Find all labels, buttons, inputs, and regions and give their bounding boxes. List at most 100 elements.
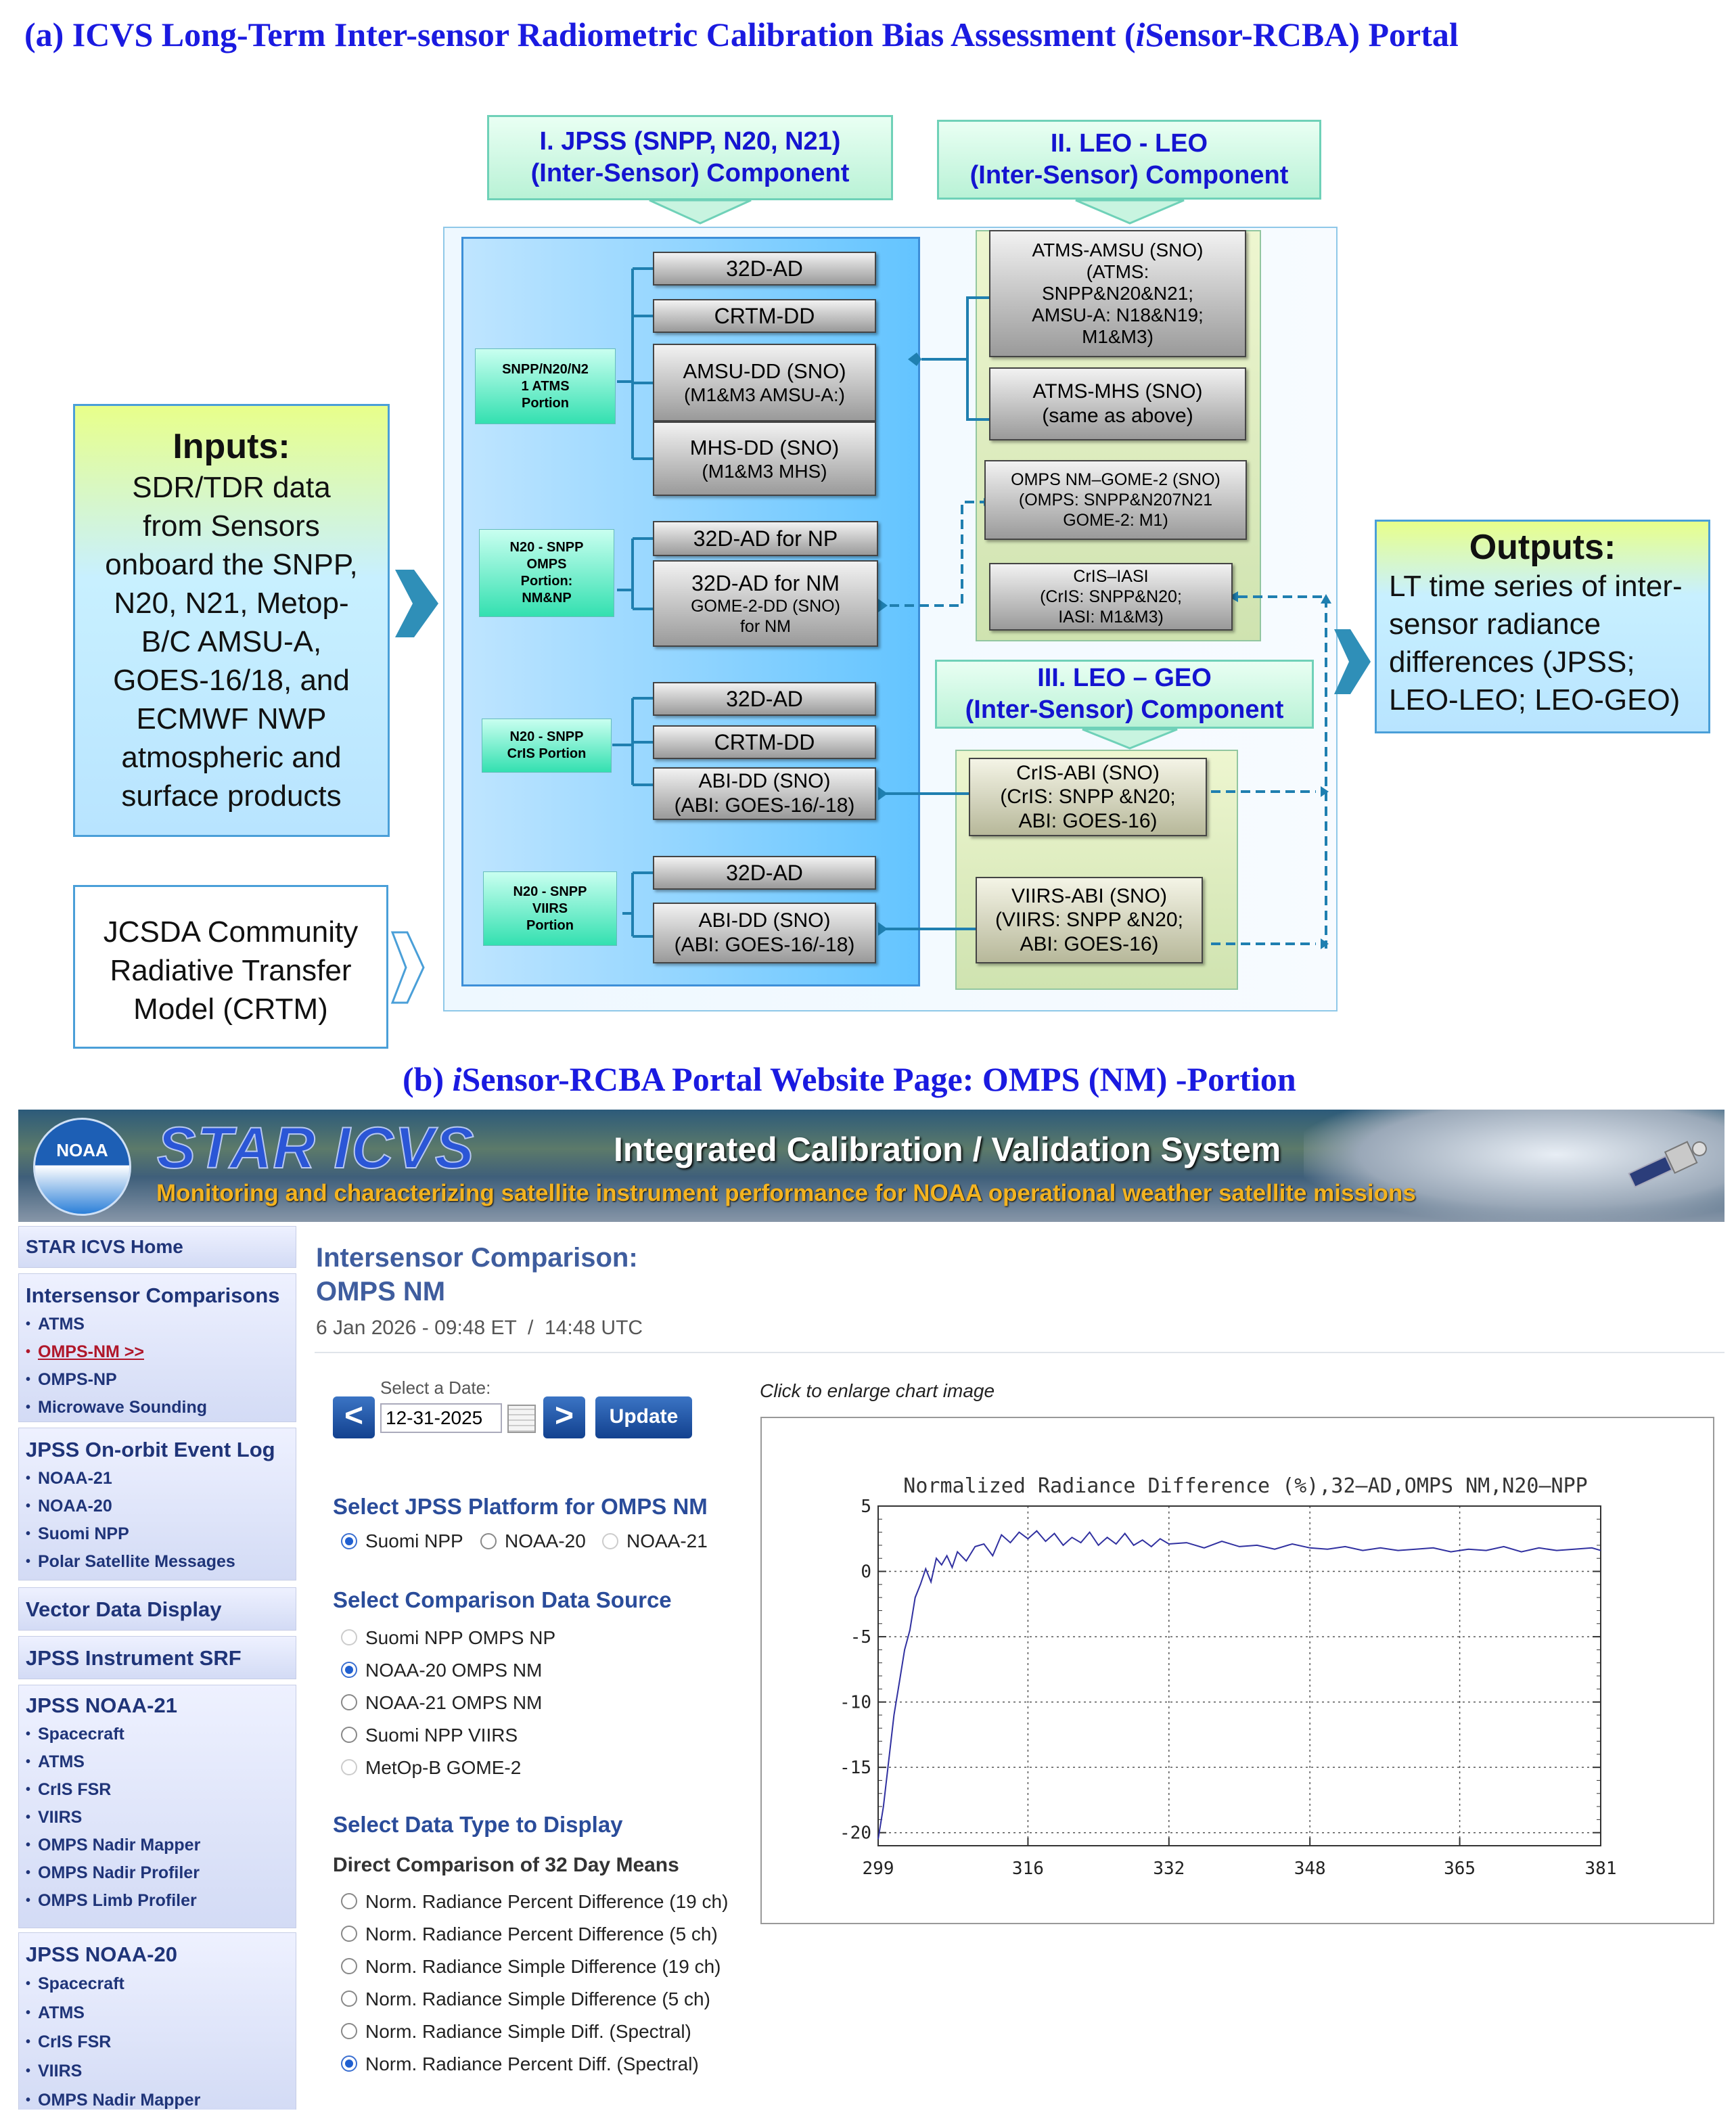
next-date-button[interactable]: > bbox=[543, 1396, 585, 1438]
platform-label-snpp[interactable]: Suomi NPP bbox=[365, 1530, 463, 1551]
cris-abi-sno-line: ABI: GOES-16) bbox=[1018, 809, 1158, 832]
banner-title: Integrated Calibration / Validation Syst… bbox=[614, 1131, 1281, 1168]
sidebar-item-microwave-sounding[interactable]: Microwave Sounding bbox=[19, 1394, 296, 1422]
atms-mhs-dd-box: MHS-DD (SNO)(M1&M3 MHS) bbox=[653, 422, 876, 496]
atms-amsu-dd-line: AMSU-DD (SNO) bbox=[683, 359, 846, 384]
date-input[interactable] bbox=[380, 1403, 502, 1433]
source-radio-gome2[interactable] bbox=[341, 1759, 357, 1775]
source-label-noaa20-nm[interactable]: NOAA-20 OMPS NM bbox=[365, 1660, 543, 1681]
platform-radio-snpp[interactable] bbox=[341, 1533, 357, 1549]
datatype-label-5[interactable]: Norm. Radiance Simple Diff. (Spectral) bbox=[365, 2021, 691, 2042]
sidebar-n20-atms[interactable]: ATMS bbox=[19, 1999, 296, 2028]
sidebar-n20-viirs[interactable]: VIIRS bbox=[19, 2057, 296, 2086]
datatype-radio-6[interactable] bbox=[341, 2055, 357, 2072]
sidebar-intersensor-title[interactable]: Intersensor Comparisons bbox=[26, 1283, 280, 1307]
atms-mhs-sno-line: (same as above) bbox=[1042, 405, 1193, 427]
sidebar-n21-omps-lp[interactable]: OMPS Limb Profiler bbox=[19, 1887, 296, 1915]
sidebar-noaa21: JPSS NOAA-21 Spacecraft ATMS CrIS FSR VI… bbox=[18, 1685, 296, 1928]
viirs-abi-sno-line: VIIRS-ABI (SNO) bbox=[1011, 884, 1167, 907]
source-radio-snpp-np[interactable] bbox=[341, 1629, 357, 1645]
omps-nm-line: for NM bbox=[739, 617, 791, 637]
source-radio-noaa20-nm[interactable] bbox=[341, 1662, 357, 1678]
sidebar-noaa21-title[interactable]: JPSS NOAA-21 bbox=[26, 1693, 177, 1717]
datatype-radio-4[interactable] bbox=[341, 1991, 357, 2007]
viirs-portion-line: VIIRS bbox=[532, 901, 568, 916]
geo-component-line1: III. LEO – GEO bbox=[1037, 663, 1212, 692]
viirs-abi-sno-line: (VIIRS: SNPP &N20; bbox=[995, 909, 1183, 932]
sidebar-item-suomi-npp[interactable]: Suomi NPP bbox=[19, 1520, 296, 1548]
datatype-radio-1[interactable] bbox=[341, 1893, 357, 1909]
crtm-line: Radiative Transfer bbox=[110, 954, 352, 987]
sidebar-srf-label[interactable]: JPSS Instrument SRF bbox=[26, 1646, 242, 1670]
platform-label-noaa20[interactable]: NOAA-20 bbox=[505, 1530, 586, 1551]
prev-date-button[interactable]: < bbox=[333, 1396, 375, 1438]
atms-amsu-sno-box: ATMS-AMSU (SNO)(ATMS:SNPP&N20&N21;AMSU-A… bbox=[989, 230, 1246, 357]
sidebar-n20-cris[interactable]: CrIS FSR bbox=[19, 2028, 296, 2057]
sidebar-n20-omps-nm[interactable]: OMPS Nadir Mapper bbox=[19, 2086, 296, 2115]
noaa-logo[interactable]: NOAA bbox=[33, 1118, 131, 1216]
atms-crtm-dd-text: CRTM-DD bbox=[714, 303, 815, 328]
source-radio-snpp-viirs[interactable] bbox=[341, 1727, 357, 1743]
sidebar-event-log-title[interactable]: JPSS On-orbit Event Log bbox=[26, 1438, 275, 1461]
radiance-difference-chart[interactable]: Normalized Radiance Difference (%),32–AD… bbox=[762, 1418, 1713, 1923]
chart-frame[interactable]: Normalized Radiance Difference (%),32–AD… bbox=[760, 1417, 1714, 1924]
datatype-radio-5[interactable] bbox=[341, 2023, 357, 2039]
sidebar-home[interactable]: STAR ICVS Home bbox=[18, 1226, 296, 1268]
source-label-snpp-np[interactable]: Suomi NPP OMPS NP bbox=[365, 1627, 556, 1648]
source-label-snpp-viirs[interactable]: Suomi NPP VIIRS bbox=[365, 1725, 518, 1746]
crtm-line: JCSDA Community bbox=[103, 915, 359, 949]
datatype-label-2[interactable]: Norm. Radiance Percent Difference (5 ch) bbox=[365, 1924, 718, 1945]
outputs-arrow bbox=[1334, 629, 1371, 694]
sidebar-n20-spacecraft[interactable]: Spacecraft bbox=[19, 1970, 296, 1999]
atms-portion-line: SNPP/N20/N2 bbox=[502, 361, 589, 377]
datatype-label-4[interactable]: Norm. Radiance Simple Difference (5 ch) bbox=[365, 1988, 710, 2009]
sidebar-item-noaa-21[interactable]: NOAA-21 bbox=[19, 1465, 296, 1493]
sidebar-vector[interactable]: Vector Data Display bbox=[18, 1587, 296, 1631]
inputs-line: GOES-16/18, and bbox=[113, 664, 350, 697]
platform-radio-noaa21[interactable] bbox=[602, 1533, 618, 1549]
platform-label-noaa21[interactable]: NOAA-21 bbox=[626, 1530, 708, 1551]
sidebar-item-noaa-20[interactable]: NOAA-20 bbox=[19, 1493, 296, 1520]
page-title-line1: Intersensor Comparison: bbox=[316, 1243, 638, 1273]
datatype-radio-3[interactable] bbox=[341, 1958, 357, 1974]
sidebar-n21-atms[interactable]: ATMS bbox=[19, 1748, 296, 1776]
sidebar-n21-spacecraft[interactable]: Spacecraft bbox=[19, 1721, 296, 1748]
update-button[interactable]: Update bbox=[595, 1396, 692, 1438]
datatype-label-6[interactable]: Norm. Radiance Percent Diff. (Spectral) bbox=[365, 2053, 699, 2074]
atms-mhs-sno-line: ATMS-MHS (SNO) bbox=[1032, 380, 1203, 403]
sidebar-item-omps-np[interactable]: OMPS-NP bbox=[19, 1366, 296, 1394]
sidebar-home-label[interactable]: STAR ICVS Home bbox=[26, 1236, 183, 1257]
sidebar-srf[interactable]: JPSS Instrument SRF bbox=[18, 1636, 296, 1679]
chart-x-tick-label: 348 bbox=[1294, 1859, 1326, 1879]
sidebar-item-atms[interactable]: ATMS bbox=[19, 1311, 296, 1338]
cris-iasi-sno-line: CrIS–IASI bbox=[1073, 567, 1149, 586]
datatype-label-3[interactable]: Norm. Radiance Simple Difference (19 ch) bbox=[365, 1956, 721, 1977]
source-label-noaa21-nm[interactable]: NOAA-21 OMPS NM bbox=[365, 1692, 543, 1713]
platform-radio-noaa20[interactable] bbox=[480, 1533, 497, 1549]
chart-x-tick-label: 365 bbox=[1444, 1859, 1476, 1879]
source-radio-noaa21-nm[interactable] bbox=[341, 1694, 357, 1710]
sidebar-n21-omps-nm[interactable]: OMPS Nadir Mapper bbox=[19, 1832, 296, 1859]
viirs-abi-sno-box: VIIRS-ABI (SNO)(VIIRS: SNPP &N20;ABI: GO… bbox=[976, 877, 1203, 963]
omps-gome-sno-line: OMPS NM–GOME-2 (SNO) bbox=[1011, 470, 1220, 489]
source-label-gome2[interactable]: MetOp-B GOME-2 bbox=[365, 1757, 522, 1778]
datatype-label-1[interactable]: Norm. Radiance Percent Difference (19 ch… bbox=[365, 1891, 729, 1912]
sidebar-vector-label[interactable]: Vector Data Display bbox=[26, 1597, 222, 1621]
star-icvs-logo[interactable]: STAR ICVS bbox=[156, 1115, 476, 1181]
sidebar-item-omps-nm[interactable]: OMPS-NM >> bbox=[19, 1338, 296, 1366]
jpss-component-line1: I. JPSS (SNPP, N20, N21) bbox=[539, 127, 841, 156]
inputs-line: surface products bbox=[121, 779, 342, 813]
sidebar-n21-viirs[interactable]: VIIRS bbox=[19, 1804, 296, 1832]
calendar-icon[interactable] bbox=[507, 1405, 536, 1433]
outputs-box: Outputs: LT time series of inter- sensor… bbox=[1375, 520, 1710, 733]
sidebar-noaa20-title[interactable]: JPSS NOAA-20 bbox=[26, 1942, 177, 1966]
cris-32d-ad-text: 32D-AD bbox=[726, 686, 803, 711]
datatype-radio-2[interactable] bbox=[341, 1926, 357, 1942]
cris-abi-dd-box: ABI-DD (SNO)(ABI: GOES-16/-18) bbox=[653, 767, 876, 820]
figure-b-title: (b) iSensor-RCBA Portal Website Page: OM… bbox=[403, 1060, 1296, 1099]
sidebar-n21-cris[interactable]: CrIS FSR bbox=[19, 1776, 296, 1804]
chart-y-tick-label: 5 bbox=[861, 1497, 871, 1517]
sidebar-n21-omps-np[interactable]: OMPS Nadir Profiler bbox=[19, 1859, 296, 1887]
sidebar-item-polar-messages[interactable]: Polar Satellite Messages bbox=[19, 1548, 296, 1576]
